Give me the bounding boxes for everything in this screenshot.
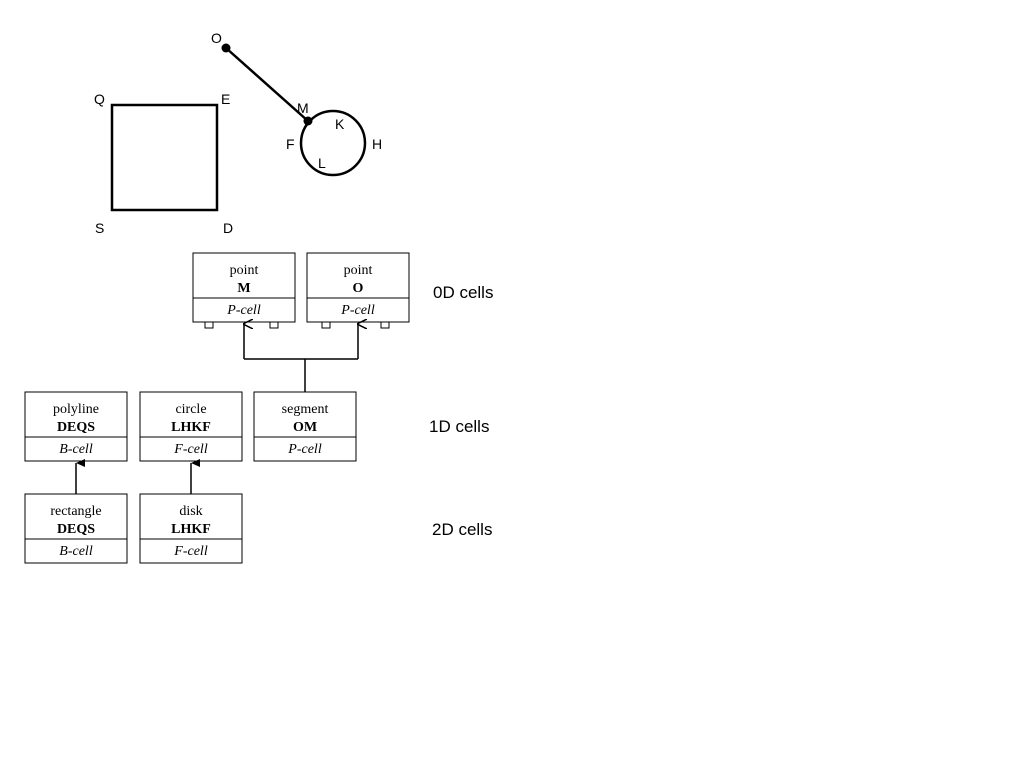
cell-kind: P-cell (226, 303, 261, 318)
cell-box-segment: segment OM P-cell (253, 391, 357, 462)
level-label-1d: 1D cells (429, 417, 489, 436)
segment-om (225, 47, 309, 122)
cell-name: O (353, 281, 364, 296)
point-o-dot (221, 43, 231, 53)
cell-box-circle: circle LHKF F-cell (139, 391, 243, 462)
port-connector (321, 321, 331, 329)
cell-type: rectangle (50, 504, 101, 519)
cell-type: point (230, 263, 259, 278)
label-l: L (318, 155, 326, 171)
level-label-2d: 2D cells (432, 520, 492, 539)
label-d: D (223, 220, 233, 236)
square-shape (110, 103, 219, 212)
label-q: Q (94, 91, 105, 107)
cell-type: polyline (53, 402, 99, 417)
label-m: M (297, 100, 309, 116)
cell-kind: P-cell (287, 442, 322, 457)
cell-kind: F-cell (173, 442, 208, 457)
cell-kind: F-cell (173, 544, 208, 559)
port-connector (380, 321, 390, 329)
cell-box-rectangle: rectangle DEQS B-cell (24, 493, 128, 564)
cell-name: OM (293, 420, 317, 435)
point-m-dot (303, 116, 313, 126)
cell-type: point (344, 263, 373, 278)
label-k: K (335, 116, 345, 132)
label-f: F (286, 136, 295, 152)
label-e: E (221, 91, 230, 107)
segment-to-points-connector (244, 324, 358, 392)
label-s: S (95, 220, 104, 236)
port-connector (204, 321, 214, 329)
label-h: H (372, 136, 382, 152)
level-label-0d: 0D cells (433, 283, 493, 302)
cell-box-polyline: polyline DEQS B-cell (24, 391, 128, 462)
cell-box-point-o: point O P-cell (306, 252, 410, 329)
cell-kind: B-cell (59, 442, 93, 457)
cell-name: DEQS (57, 420, 95, 435)
cell-box-point-m: point M P-cell (192, 252, 296, 329)
geometry-figure: Q E S D O M K F H L (94, 30, 382, 236)
label-o: O (211, 30, 222, 46)
cell-name: DEQS (57, 522, 95, 537)
circle-shape (299, 109, 367, 177)
cell-type: disk (179, 504, 202, 519)
cell-box-disk: disk LHKF F-cell (139, 493, 243, 564)
port-connector (269, 321, 279, 329)
cell-type: segment (282, 402, 329, 417)
cell-type: circle (175, 402, 206, 417)
cell-name: LHKF (171, 522, 211, 537)
cell-kind: P-cell (340, 303, 375, 318)
cell-name: LHKF (171, 420, 211, 435)
cell-kind: B-cell (59, 544, 93, 559)
cell-name: M (237, 281, 250, 296)
